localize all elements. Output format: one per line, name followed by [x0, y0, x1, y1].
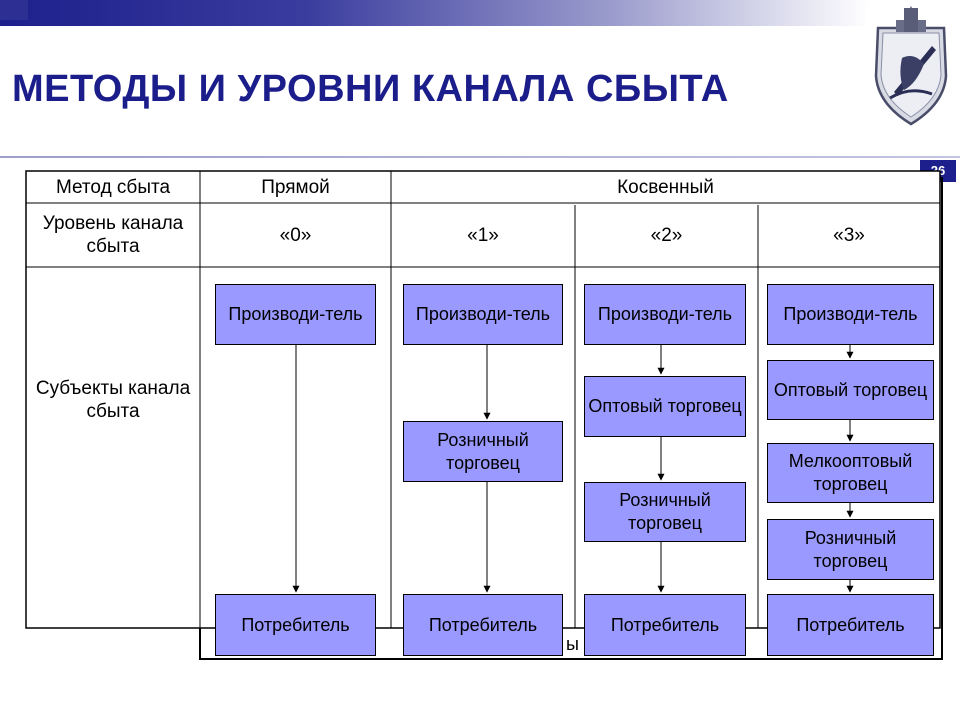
method-direct: Прямой [261, 176, 330, 198]
retailer-box: Розничный торговец [584, 482, 746, 542]
top-gradient-bar [0, 0, 870, 26]
method-label: Метод сбыта [55, 176, 171, 198]
wholesaler-box: Оптовый торговец [767, 360, 934, 420]
producer-box: Производи-тель [403, 284, 563, 345]
method-indirect: Косвенный [617, 176, 714, 198]
level-label: Уровень канала сбыта [42, 213, 184, 257]
small-wholesaler-box: Мелкооптовый торговец [767, 443, 934, 503]
consumer-box: Потребитель [584, 594, 746, 656]
title-underline [0, 156, 960, 158]
consumer-box: Потребитель [403, 594, 563, 656]
obscured-text-fragment: ы [566, 634, 579, 654]
level-3: «3» [833, 224, 865, 246]
level-0: «0» [279, 224, 312, 246]
wholesaler-box: Оптовый торговец [584, 376, 746, 437]
university-emblem-icon [866, 6, 956, 128]
subjects-label: Субъекты канала сбыта [35, 378, 191, 422]
producer-box: Производи-тель [215, 284, 376, 345]
top-bar-square [0, 0, 28, 20]
slide-title: МЕТОДЫ И УРОВНИ КАНАЛА СБЫТА [12, 68, 729, 110]
consumer-box: Потребитель [215, 594, 376, 656]
retailer-box: Розничный торговец [403, 421, 563, 482]
level-2: «2» [650, 224, 683, 246]
producer-box: Производи-тель [584, 284, 746, 345]
retailer-box: Розничный торговец [767, 519, 934, 580]
consumer-box: Потребитель [767, 594, 934, 656]
level-1: «1» [467, 224, 499, 246]
producer-box: Производи-тель [767, 284, 934, 345]
